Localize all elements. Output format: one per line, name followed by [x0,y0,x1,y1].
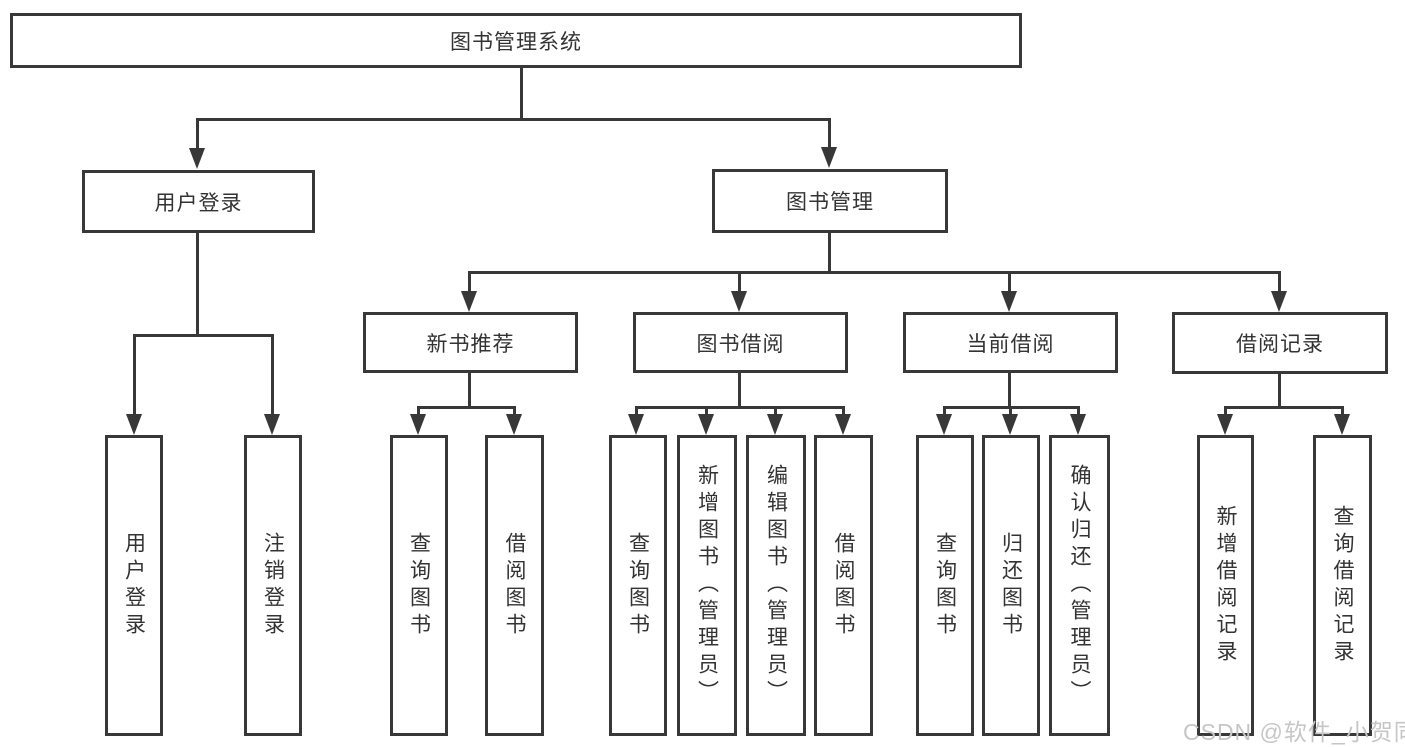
leaf-record-query-record-label: 查询借阅记录 [1331,504,1354,667]
node-user-login: 用户登录 [82,170,315,233]
arrowhead [1001,291,1017,312]
connector-line [1008,373,1011,408]
node-current-borrowing: 当前借阅 [903,312,1118,373]
connector-line [417,406,420,416]
arrowhead [628,414,644,435]
arrowhead [1070,414,1086,435]
connector-line [705,406,708,416]
connector-line [133,334,136,416]
leaf-current-return-books-label: 归还图书 [999,531,1023,640]
connector-line [774,406,777,416]
connector-line [1224,406,1227,416]
arrowhead [1271,291,1287,312]
arrowhead [461,291,477,312]
watermark: CSDN @软件_小贺同学 [1183,719,1405,745]
node-book-borrowing-label: 图书借阅 [696,332,785,356]
connector-line [635,406,638,416]
node-borrowing-records-label: 借阅记录 [1236,333,1324,356]
arrowhead [1002,414,1018,435]
connector-line [271,334,274,416]
leaf-borrow-borrow-books: 借阅图书 [814,435,873,736]
leaf-user-login-label: 用户登录 [122,531,146,640]
leaf-current-query-books: 查询图书 [916,435,974,736]
leaf-newrec-borrow-books: 借阅图书 [485,435,544,736]
connector-line [1224,406,1344,409]
leaf-current-query-books-label: 查询图书 [933,531,957,640]
leaf-borrow-add-books-admin-label: 新增图书（管理员） [695,464,719,707]
connector-line [520,68,523,120]
connector-line [1009,406,1012,416]
node-current-borrowing-label: 当前借阅 [966,332,1055,356]
node-root: 图书管理系统 [10,13,1022,68]
connector-line [468,271,471,295]
leaf-record-add-record-label: 新增借阅记录 [1214,504,1237,667]
arrowhead [189,148,205,169]
arrowhead [835,414,851,435]
connector-line [828,233,831,273]
connector-line [1278,271,1281,295]
arrowhead [506,414,522,435]
leaf-borrow-edit-books-admin-label: 编辑图书（管理员） [764,464,788,707]
leaf-newrec-query-books: 查询图书 [390,435,448,736]
arrowhead [126,414,142,435]
connector-line [1341,406,1344,416]
connector-line [1008,271,1011,295]
leaf-current-confirm-return-admin-label: 确认归还（管理员） [1068,464,1091,707]
connector-line [196,118,831,121]
connector-line [842,406,845,416]
node-root-label: 图书管理系统 [450,30,582,54]
connector-line [738,271,741,295]
arrowhead [1334,414,1350,435]
leaf-borrow-edit-books-admin: 编辑图书（管理员） [746,435,806,736]
leaf-user-login: 用户登录 [105,435,163,736]
arrowhead [1217,414,1233,435]
node-book-management: 图书管理 [712,169,948,233]
connector-line [196,233,199,336]
leaf-borrow-query-books: 查询图书 [609,435,667,736]
arrowhead [264,414,280,435]
connector-line [943,406,946,416]
connector-line [1278,373,1281,408]
node-user-login-label: 用户登录 [154,191,243,215]
connector-line [1077,406,1080,416]
leaf-newrec-query-books-label: 查询图书 [407,531,431,640]
node-borrowing-records: 借阅记录 [1172,312,1388,374]
connector-line [635,406,845,409]
arrowhead [410,414,426,435]
leaf-borrow-add-books-admin: 新增图书（管理员） [677,435,737,736]
arrowhead [821,147,837,168]
connector-line [468,373,471,408]
leaf-newrec-borrow-books-label: 借阅图书 [503,531,526,640]
arrowhead [767,414,783,435]
node-new-book-recommend-label: 新书推荐 [426,332,515,356]
arrowhead [698,414,714,435]
connector-line [513,406,516,416]
node-new-book-recommend: 新书推荐 [363,312,578,373]
leaf-borrow-query-books-label: 查询图书 [626,531,650,640]
leaf-current-confirm-return-admin: 确认归还（管理员） [1049,435,1110,736]
leaf-current-return-books: 归还图书 [982,435,1040,736]
connector-line [828,118,831,154]
leaf-record-query-record: 查询借阅记录 [1313,435,1372,736]
arrowhead [936,414,952,435]
connector-line [196,118,199,154]
node-book-management-label: 图书管理 [786,191,874,214]
leaf-borrow-borrow-books-label: 借阅图书 [832,531,855,640]
connector-line [417,406,516,409]
leaf-logout-label: 注销登录 [261,531,285,640]
connector-line [738,373,741,408]
node-book-borrowing: 图书借阅 [633,312,848,373]
connector-line [468,271,1281,274]
leaf-record-add-record: 新增借阅记录 [1197,435,1254,736]
leaf-logout: 注销登录 [244,435,302,736]
connector-line [133,334,274,337]
arrowhead [731,291,747,312]
